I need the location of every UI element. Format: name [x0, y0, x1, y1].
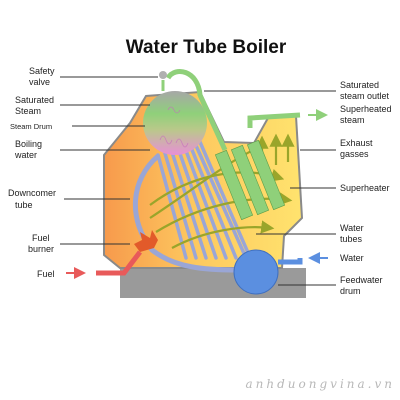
- label-feedwater-drum-2: drum: [340, 286, 361, 296]
- water-inlet-pipe: [278, 258, 303, 265]
- label-boiling-water-2: water: [14, 150, 37, 160]
- label-water-tubes-2: tubes: [340, 234, 363, 244]
- steam-drum: [143, 91, 207, 155]
- superheated-steam-outlet-pipe: [247, 112, 301, 128]
- label-downcomer-tube-2: tube: [15, 200, 33, 210]
- label-fuel-burner-1: Fuel: [32, 233, 50, 243]
- label-boiling-water-1: Boiling: [15, 139, 42, 149]
- superheater: [214, 139, 286, 221]
- label-saturated-steam-1: Saturated: [15, 95, 54, 105]
- downcomer-tube: [132, 154, 239, 273]
- safety-valve: [159, 71, 167, 79]
- label-safety-valve-1: Safety: [29, 66, 55, 76]
- label-exhaust-gasses-1: Exhaust: [340, 138, 373, 148]
- saturated-steam-line: [165, 69, 228, 152]
- label-water: Water: [340, 253, 364, 263]
- label-feedwater-drum-1: Feedwater: [340, 275, 383, 285]
- label-downcomer-tube-1: Downcomer: [8, 188, 56, 198]
- label-saturated-steam-outlet-2: steam outlet: [340, 91, 390, 101]
- steam-drum-swirls: [159, 106, 189, 148]
- diagram-title: Water Tube Boiler: [126, 37, 287, 58]
- left-labels: Safety valve Saturated Steam Steam Drum …: [8, 66, 56, 279]
- label-safety-valve-2: valve: [29, 77, 50, 87]
- label-steam-drum: Steam Drum: [10, 122, 52, 131]
- right-leader-lines: [204, 90, 336, 286]
- label-exhaust-gasses-2: gasses: [340, 149, 369, 159]
- label-fuel: Fuel: [37, 269, 55, 279]
- label-saturated-steam-outlet-1: Saturated: [340, 80, 379, 90]
- water-tubes: [156, 138, 254, 264]
- label-superheated-steam-1: Superheated: [340, 104, 392, 114]
- feedwater-drum: [233, 249, 279, 295]
- label-fuel-burner-2: burner: [28, 244, 54, 254]
- left-leader-lines: [60, 76, 158, 245]
- right-labels: Saturated steam outlet Superheated steam…: [340, 80, 392, 296]
- fuel-pipe: [96, 250, 142, 276]
- label-superheated-steam-2: steam: [340, 115, 365, 125]
- label-water-tubes-1: Water: [340, 223, 364, 233]
- label-superheater: Superheater: [340, 183, 390, 193]
- fuel-burner-flame: [134, 230, 158, 252]
- label-saturated-steam-2: Steam: [15, 106, 41, 116]
- watermark: anhduongvina.vn: [246, 377, 395, 391]
